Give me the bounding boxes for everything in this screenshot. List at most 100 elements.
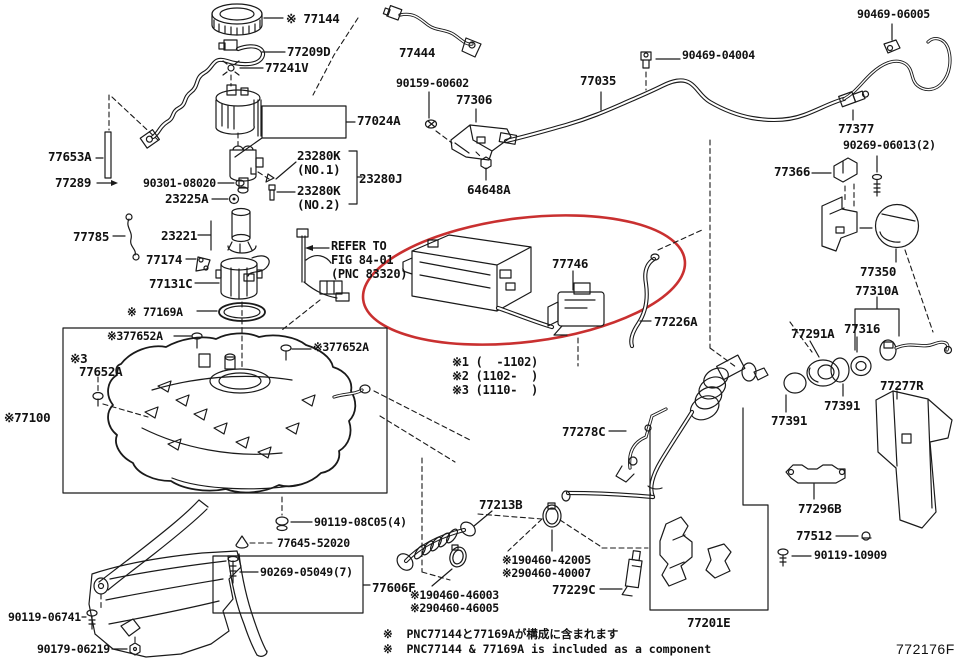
shield-77277r-drawing bbox=[875, 390, 953, 529]
valve-77229c-drawing bbox=[599, 550, 643, 597]
part-label-90469-04004[interactable]: 90469-04004 bbox=[682, 48, 755, 62]
part-label-77213b[interactable]: 77213B bbox=[479, 497, 523, 512]
footnote-1: ※1 ( -1102) bbox=[452, 355, 538, 369]
part-label-77277r[interactable]: 77277R bbox=[880, 378, 924, 393]
part-label-77131c[interactable]: 77131C bbox=[149, 276, 193, 291]
part-label-90119-06741[interactable]: 90119-06741 bbox=[8, 610, 81, 624]
bracket-77174-drawing bbox=[185, 256, 211, 272]
highlight-ellipse bbox=[361, 214, 687, 346]
bracket-77366-drawing bbox=[811, 157, 858, 207]
part-label-77746[interactable]: 77746 bbox=[552, 256, 589, 271]
part-label-90179-06219[interactable]: 90179-06219 bbox=[37, 642, 110, 656]
connector-77377-drawing bbox=[838, 90, 870, 121]
part-label-77035[interactable]: 77035 bbox=[580, 73, 617, 88]
part-label-23280k-no2-sub[interactable]: (NO.2) bbox=[297, 197, 341, 212]
part-label-77512[interactable]: 77512 bbox=[796, 528, 833, 543]
fuel-tube-77209d-drawing bbox=[139, 39, 286, 149]
fuel-cap-77350-drawing bbox=[789, 196, 934, 353]
footnote-2: ※2 (1102- ) bbox=[452, 369, 538, 383]
part-label-77169a[interactable]: ※ 77169A bbox=[127, 305, 183, 319]
part-label-77100[interactable]: ※77100 bbox=[4, 410, 51, 425]
fuel-hose-77213b-drawing bbox=[373, 390, 562, 587]
footer-note-jp: ※ PNC77144と77169Aが構成に含まれます bbox=[383, 627, 619, 641]
refer-note-line2: FIG 84-01 bbox=[331, 253, 394, 267]
part-label-77306[interactable]: 77306 bbox=[456, 92, 493, 107]
footnote-3: ※3 (1110- ) bbox=[452, 383, 538, 397]
part-label-77144[interactable]: ※ 77144 bbox=[286, 11, 340, 26]
clip-23280k-drawing bbox=[265, 150, 363, 205]
part-label-77174[interactable]: 77174 bbox=[146, 252, 183, 267]
fuel-pump-plate-drawing bbox=[215, 84, 262, 147]
tube-77444-drawing bbox=[312, 5, 482, 96]
part-label-23221[interactable]: 23221 bbox=[161, 228, 198, 243]
part-label-377652a-right[interactable]: ※377652A bbox=[313, 340, 369, 354]
shield-77306-drawing bbox=[424, 91, 512, 181]
bracket-box-77201e bbox=[559, 407, 769, 611]
part-label-90119-10909[interactable]: 90119-10909 bbox=[814, 548, 887, 562]
part-label-77785[interactable]: 77785 bbox=[73, 229, 110, 244]
part-label-90119-08c05[interactable]: 90119-08C05(4) bbox=[314, 515, 407, 529]
part-label-23280k-no2[interactable]: 23280K bbox=[297, 183, 341, 198]
part-label-77201e[interactable]: 77201E bbox=[687, 615, 731, 630]
part-label-77209d[interactable]: 77209D bbox=[287, 44, 331, 59]
part-label-77316[interactable]: 77316 bbox=[844, 321, 881, 336]
tube-77226a-drawing bbox=[629, 139, 737, 368]
part-label-64648a[interactable]: 64648A bbox=[467, 182, 511, 197]
rod-77785-drawing bbox=[112, 213, 140, 261]
part-label-77391-a[interactable]: 77391 bbox=[824, 398, 861, 413]
part-label-77606f[interactable]: 77606F bbox=[372, 580, 416, 595]
part-label-77296b[interactable]: 77296B bbox=[798, 501, 842, 516]
filler-pipe-drawing bbox=[561, 354, 769, 502]
clip-90469-04004-drawing bbox=[640, 51, 681, 91]
part-label-77310a[interactable]: 77310A bbox=[855, 283, 899, 298]
clip-77241v-drawing bbox=[222, 60, 264, 87]
grommet-77291a-drawing bbox=[783, 340, 850, 413]
charcoal-canister-drawing bbox=[402, 234, 555, 330]
tube-77653a-drawing bbox=[95, 94, 159, 186]
part-label-23280k-no1[interactable]: 23280K bbox=[297, 148, 341, 163]
clip-90469-06005-drawing bbox=[883, 23, 901, 54]
tank-band-shield-drawing bbox=[81, 499, 268, 658]
footer-note-en: ※ PNC77144 & 77169A is included as a com… bbox=[383, 642, 712, 656]
part-label-77645-52020[interactable]: 77645-52020 bbox=[277, 536, 350, 550]
tank-bolts-drawing bbox=[92, 332, 313, 532]
bracket-box-77024a bbox=[234, 105, 356, 158]
lock-ring-77144-drawing bbox=[211, 3, 284, 36]
part-label-77653a[interactable]: 77653A bbox=[48, 149, 92, 164]
part-label-90269-05049[interactable]: 90269-05049(7) bbox=[260, 565, 353, 579]
part-label-23280j[interactable]: 23280J bbox=[359, 171, 403, 186]
part-label-377652a-left[interactable]: ※377652A bbox=[107, 329, 163, 343]
part-label-190460-46003[interactable]: ※190460-46003 bbox=[410, 588, 499, 602]
part-label-77229c[interactable]: 77229C bbox=[552, 582, 596, 597]
part-label-77377[interactable]: 77377 bbox=[838, 121, 875, 136]
part-label-23225a[interactable]: 23225A bbox=[165, 191, 209, 206]
part-label-77241v[interactable]: 77241V bbox=[265, 60, 309, 75]
fuel-pump-23221-drawing bbox=[197, 207, 270, 282]
part-label-23280k-no1-sub[interactable]: (NO.1) bbox=[297, 162, 341, 177]
part-label-90159-60602[interactable]: 90159-60602 bbox=[396, 76, 469, 90]
part-label-77024a[interactable]: 77024A bbox=[357, 113, 401, 128]
part-label-90301-08020[interactable]: 90301-08020 bbox=[143, 176, 216, 190]
part-label-77350[interactable]: 77350 bbox=[860, 264, 897, 279]
part-label-77291a[interactable]: 77291A bbox=[791, 326, 835, 341]
part-label-77391-b[interactable]: 77391 bbox=[771, 413, 808, 428]
part-label-290460-46005[interactable]: ※290460-46005 bbox=[410, 601, 499, 615]
part-label-77366[interactable]: 77366 bbox=[774, 164, 811, 179]
bolt-90301-drawing bbox=[211, 179, 245, 205]
part-label-77278c[interactable]: 77278C bbox=[562, 424, 606, 439]
bracket-77278c-drawing bbox=[608, 407, 668, 483]
part-label-190460-42005[interactable]: ※190460-42005 bbox=[502, 553, 591, 567]
grommet-77645-drawing bbox=[235, 535, 276, 549]
part-label-77652a[interactable]: 77652A bbox=[79, 364, 123, 379]
part-label-77444[interactable]: 77444 bbox=[399, 45, 436, 60]
refer-note-line1: REFER TO bbox=[331, 239, 387, 253]
part-label-90469-06005[interactable]: 90469-06005 bbox=[857, 7, 930, 21]
part-label-77289[interactable]: 77289 bbox=[55, 175, 92, 190]
part-label-77226a[interactable]: 77226A bbox=[654, 314, 698, 329]
bracket-77296b-drawing bbox=[777, 464, 872, 567]
part-label-290460-40007[interactable]: ※290460-40007 bbox=[502, 566, 591, 580]
diagram-code: 772176F bbox=[896, 641, 955, 657]
part-label-90269-06013[interactable]: 90269-06013(2) bbox=[843, 138, 936, 152]
